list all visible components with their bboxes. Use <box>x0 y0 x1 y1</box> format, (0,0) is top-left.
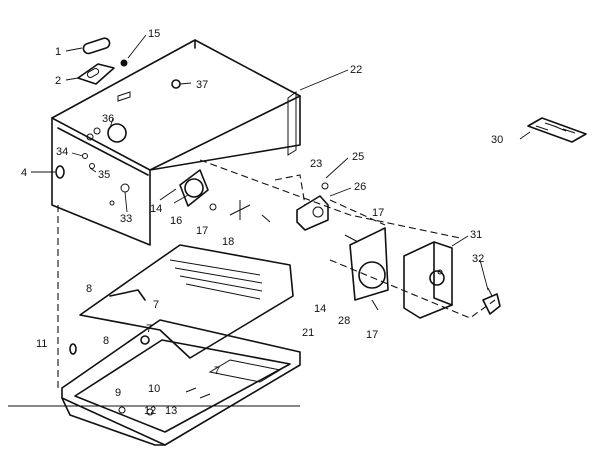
callout-7c: 7 <box>214 365 220 377</box>
strip-part-30 <box>527 117 587 143</box>
callout-16: 16 <box>170 215 182 227</box>
damper-assembly <box>159 169 271 223</box>
callout-8a: 8 <box>86 283 92 295</box>
callout-7b: 7 <box>146 323 152 335</box>
callout-32: 32 <box>472 253 484 265</box>
callout-23: 23 <box>310 158 322 170</box>
callout-26: 26 <box>354 181 366 193</box>
callout-37: 37 <box>196 79 208 91</box>
callout-labels: 1 15 2 37 22 36 34 4 35 33 14 16 17 18 2… <box>21 28 503 417</box>
fan-shroud <box>344 227 389 311</box>
upper-housing-part <box>51 39 301 246</box>
callout-7a: 7 <box>153 299 159 311</box>
callout-18: 18 <box>222 236 234 248</box>
callout-35: 35 <box>98 169 110 181</box>
shelf-cover <box>79 244 294 359</box>
callout-17a: 17 <box>196 225 208 237</box>
callout-28: 28 <box>338 315 350 327</box>
lower-pan <box>61 319 301 446</box>
callout-11: 11 <box>36 338 47 350</box>
cover-plate <box>403 241 453 319</box>
assembly-lines <box>57 159 496 390</box>
callout-30: 30 <box>491 134 503 146</box>
control-knob <box>482 287 501 315</box>
callout-33: 33 <box>120 213 132 225</box>
callout-31: 31 <box>470 229 482 241</box>
callout-17c: 17 <box>366 329 378 341</box>
callout-12: 12 <box>144 405 156 417</box>
callout-2: 2 <box>55 75 61 87</box>
callout-34: 34 <box>56 146 68 158</box>
callout-8b: 8 <box>103 335 109 347</box>
callout-10: 10 <box>148 383 160 395</box>
callout-1: 1 <box>55 46 61 58</box>
callout-4: 4 <box>21 167 27 179</box>
callout-25: 25 <box>352 151 364 163</box>
small-parts-left <box>55 37 128 179</box>
leader-lines <box>31 34 531 291</box>
mounting-bracket <box>296 182 329 231</box>
callout-15: 15 <box>148 28 160 40</box>
callout-36: 36 <box>102 113 114 125</box>
callout-17b: 17 <box>372 207 384 219</box>
callout-21: 21 <box>302 327 314 339</box>
callout-14b: 14 <box>314 303 326 315</box>
callout-22: 22 <box>350 64 362 76</box>
callout-9: 9 <box>115 387 121 399</box>
callout-14a: 14 <box>150 203 162 215</box>
callout-13: 13 <box>165 405 177 417</box>
